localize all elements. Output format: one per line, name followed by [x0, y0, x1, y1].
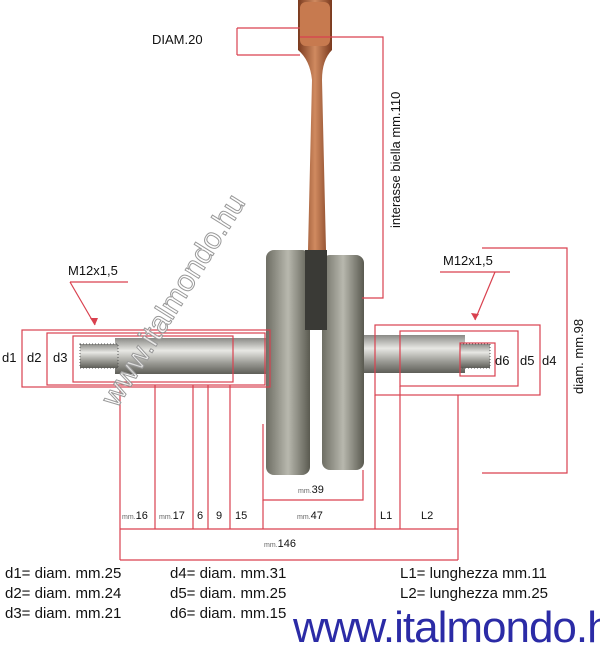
- dimension-lines: [21, 27, 568, 561]
- left-flywheel: [266, 250, 310, 475]
- small-end-eye: [300, 2, 330, 46]
- left-shaft: [115, 338, 275, 374]
- legend-col-3: L1= lunghezza mm.11 L2= lunghezza mm.25: [400, 564, 548, 604]
- legend-d1: d1= diam. mm.25: [5, 565, 122, 582]
- length-6: mm.47: [297, 510, 323, 522]
- legend-d5: d5= diam. mm.25: [170, 585, 287, 602]
- interasse-label: interasse biella mm.110: [388, 91, 403, 228]
- total-length: mm.146: [264, 538, 296, 550]
- site-watermark: www.italmondo.hu: [293, 603, 600, 650]
- d3-label: d3: [53, 350, 68, 365]
- legend-d6: d6= diam. mm.15: [170, 605, 287, 622]
- length-4: 9: [216, 510, 223, 522]
- web-width-label: mm.39: [298, 484, 324, 496]
- connecting-rod: [298, 0, 332, 250]
- diam-98-label: diam. mm.98: [571, 318, 586, 394]
- d6-label: d6: [495, 353, 510, 368]
- rod-diameter-label: DIAM.20: [152, 32, 203, 47]
- d2-label: d2: [27, 350, 42, 365]
- right-shaft: [355, 335, 465, 373]
- legend-d3: d3= diam. mm.21: [5, 605, 122, 622]
- legend-d2: d2= diam. mm.24: [5, 585, 122, 602]
- d4-label: d4: [542, 353, 557, 368]
- d1-label: d1: [2, 350, 17, 365]
- length-L2: L2: [421, 510, 434, 522]
- thread-left-label: M12x1,5: [68, 263, 118, 278]
- length-5: 15: [235, 510, 248, 522]
- legend-L2: L2= lunghezza mm.25: [400, 585, 549, 602]
- left-thread: [79, 343, 119, 369]
- right-flywheel: [322, 255, 364, 470]
- legend-L1: L1= lunghezza mm.11: [400, 565, 547, 582]
- length-L1: L1: [380, 510, 393, 522]
- length-3: 6: [197, 510, 204, 522]
- thread-right-label: M12x1,5: [443, 253, 493, 268]
- d5-label: d5: [520, 353, 535, 368]
- legend-d4: d4= diam. mm.31: [170, 565, 287, 582]
- length-1: mm.16: [122, 510, 148, 522]
- legend-col-2: d4= diam. mm.31 d5= diam. mm.25 d6= diam…: [170, 564, 286, 624]
- crank-pin: [305, 250, 327, 330]
- legend-col-1: d1= diam. mm.25 d2= diam. mm.24 d3= diam…: [5, 564, 121, 624]
- length-2: mm.17: [159, 510, 185, 522]
- right-thread: [459, 343, 491, 369]
